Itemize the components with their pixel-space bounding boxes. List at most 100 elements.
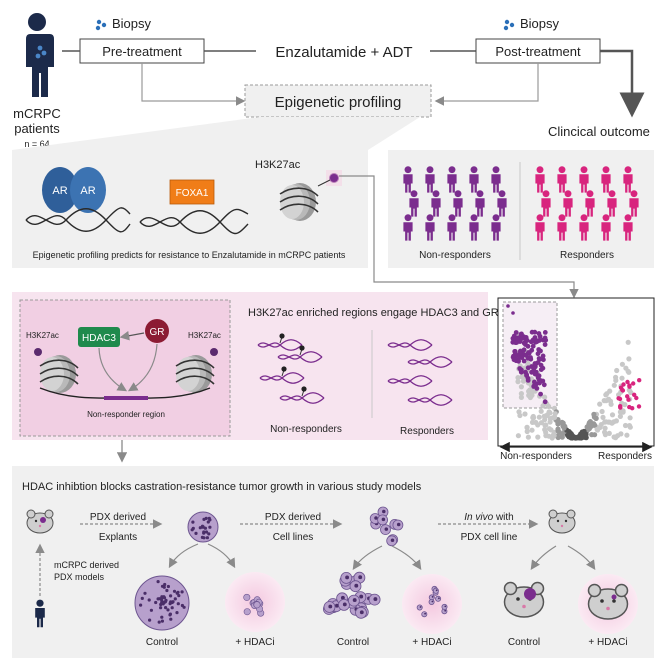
hdac3-label: HDAC3 xyxy=(82,333,116,344)
tissue-nucleus xyxy=(202,531,206,535)
tissue-nucleus xyxy=(190,528,194,532)
tissue-nucleus xyxy=(206,520,210,524)
pre-to-profiling-arrow xyxy=(141,63,246,106)
mechanism-h3k27ac-right: H3K27ac xyxy=(188,331,221,340)
volcano-point-gray xyxy=(618,431,624,437)
h3k27ac-label: H3K27ac xyxy=(255,159,301,171)
patients-label-line1: mCRPC xyxy=(13,106,61,121)
volcano-point-responder xyxy=(625,379,630,385)
cell-nucleus xyxy=(359,594,364,599)
volcano-point-gray xyxy=(609,420,615,426)
cell-nucleus xyxy=(444,609,447,612)
volcano-point-gray xyxy=(616,392,622,398)
cell-nucleus xyxy=(359,610,364,615)
tissue-nucleus xyxy=(169,617,173,621)
volcano-point-gray xyxy=(617,409,624,415)
fork-arrow-cells-left xyxy=(352,545,383,570)
dna-helix-ar xyxy=(25,207,131,233)
volcano-point-gray xyxy=(543,433,549,439)
tissue-nucleus xyxy=(170,606,174,610)
volcano-point-nonresponder xyxy=(542,342,548,347)
volcano-point-gray xyxy=(625,368,631,374)
volcano-point-gray xyxy=(600,414,606,420)
mechanism-responders-label: Responders xyxy=(400,426,454,437)
volcano-point-gray xyxy=(627,424,633,430)
tissue-nucleus xyxy=(140,596,144,601)
ar-label-1: AR xyxy=(52,185,67,197)
epigenetic-profiling-box xyxy=(244,84,432,118)
volcano-point-gray xyxy=(555,428,561,434)
volcano-point-nonresponder xyxy=(540,337,546,343)
tissue-nucleus xyxy=(164,606,168,610)
tissue-nucleus xyxy=(165,588,169,593)
volcano-point-nonresponder xyxy=(512,340,518,345)
volcano-points xyxy=(506,304,642,441)
volcano-point-nonresponder xyxy=(534,386,540,391)
cell-nucleus xyxy=(340,595,345,600)
volcano-point-gray xyxy=(515,375,521,381)
volcano-point-nonresponder xyxy=(517,339,523,344)
volcano-point-gray xyxy=(515,379,521,385)
volcano-point-nonresponder xyxy=(511,311,515,315)
volcano-point-gray xyxy=(625,339,631,345)
hdac3-box xyxy=(78,327,120,347)
cell-nucleus xyxy=(328,604,333,609)
outcome-responders-label: Responders xyxy=(560,250,614,261)
control-label-3: Control xyxy=(508,637,540,648)
volcano-point-gray xyxy=(580,434,586,440)
tissue-nucleus xyxy=(207,532,211,536)
cells-control xyxy=(322,571,381,619)
volcano-point-gray xyxy=(524,424,530,431)
in-vivo-with: with xyxy=(493,512,514,523)
volcano-point-gray xyxy=(619,361,626,367)
tissue-nucleus xyxy=(200,524,205,528)
tissue-nucleus xyxy=(168,613,172,617)
volcano-point-nonresponder xyxy=(538,391,543,397)
mechanism-h3k27ac-left: H3K27ac xyxy=(26,331,59,340)
volcano-point-nonresponder xyxy=(532,379,537,385)
volcano-x-left-label: Non-responders xyxy=(500,451,572,462)
volcano-point-gray xyxy=(622,422,629,429)
pre-treatment-label: Pre-treatment xyxy=(102,44,182,59)
volcano-point-nonresponder xyxy=(529,329,535,335)
patients-label-line2: patients xyxy=(14,121,60,136)
h3k27ac-leader xyxy=(317,179,331,187)
volcano-point-gray xyxy=(538,408,544,414)
tissue-nucleus xyxy=(164,598,168,603)
cell-nucleus xyxy=(431,600,434,603)
cell xyxy=(435,595,442,602)
tissue-nucleus xyxy=(149,608,153,612)
cell xyxy=(432,587,439,594)
mechanism-non-responders-label: Non-responders xyxy=(270,424,342,435)
h3k27ac-mark-dot xyxy=(301,386,307,392)
tissue-nucleus xyxy=(162,595,166,599)
tissue-nucleus xyxy=(166,584,170,589)
volcano-point-responder xyxy=(625,394,630,399)
cell-nucleus xyxy=(354,583,359,588)
foxa1-box xyxy=(169,179,215,205)
biopsy-icon-right xyxy=(503,19,515,31)
volcano-point-nonresponder xyxy=(538,348,543,354)
volcano-point-gray xyxy=(552,414,558,420)
explant-control-tissue xyxy=(134,575,190,631)
volcano-point-gray xyxy=(603,398,609,404)
dna-fragment-strand xyxy=(257,342,303,351)
volcano-point-nonresponder xyxy=(519,331,524,337)
tissue-nucleus xyxy=(205,536,209,540)
tissue-nucleus xyxy=(143,591,147,595)
volcano-point-gray xyxy=(593,415,599,421)
volcano-point-gray xyxy=(599,408,605,415)
volcano-point-nonresponder xyxy=(536,331,542,336)
tissue-nucleus xyxy=(139,603,143,607)
ar-dimer-icon xyxy=(42,167,106,213)
explants-label: Explants xyxy=(99,532,137,543)
tissue-nucleus xyxy=(202,536,206,540)
cell-nucleus xyxy=(358,575,363,580)
post-to-profiling-arrow xyxy=(434,63,539,106)
tissue-nucleus xyxy=(156,597,160,601)
tissue-nucleus xyxy=(194,531,198,536)
volcano-point-gray xyxy=(535,434,541,440)
h3k27ac-mark-dot xyxy=(281,366,287,372)
